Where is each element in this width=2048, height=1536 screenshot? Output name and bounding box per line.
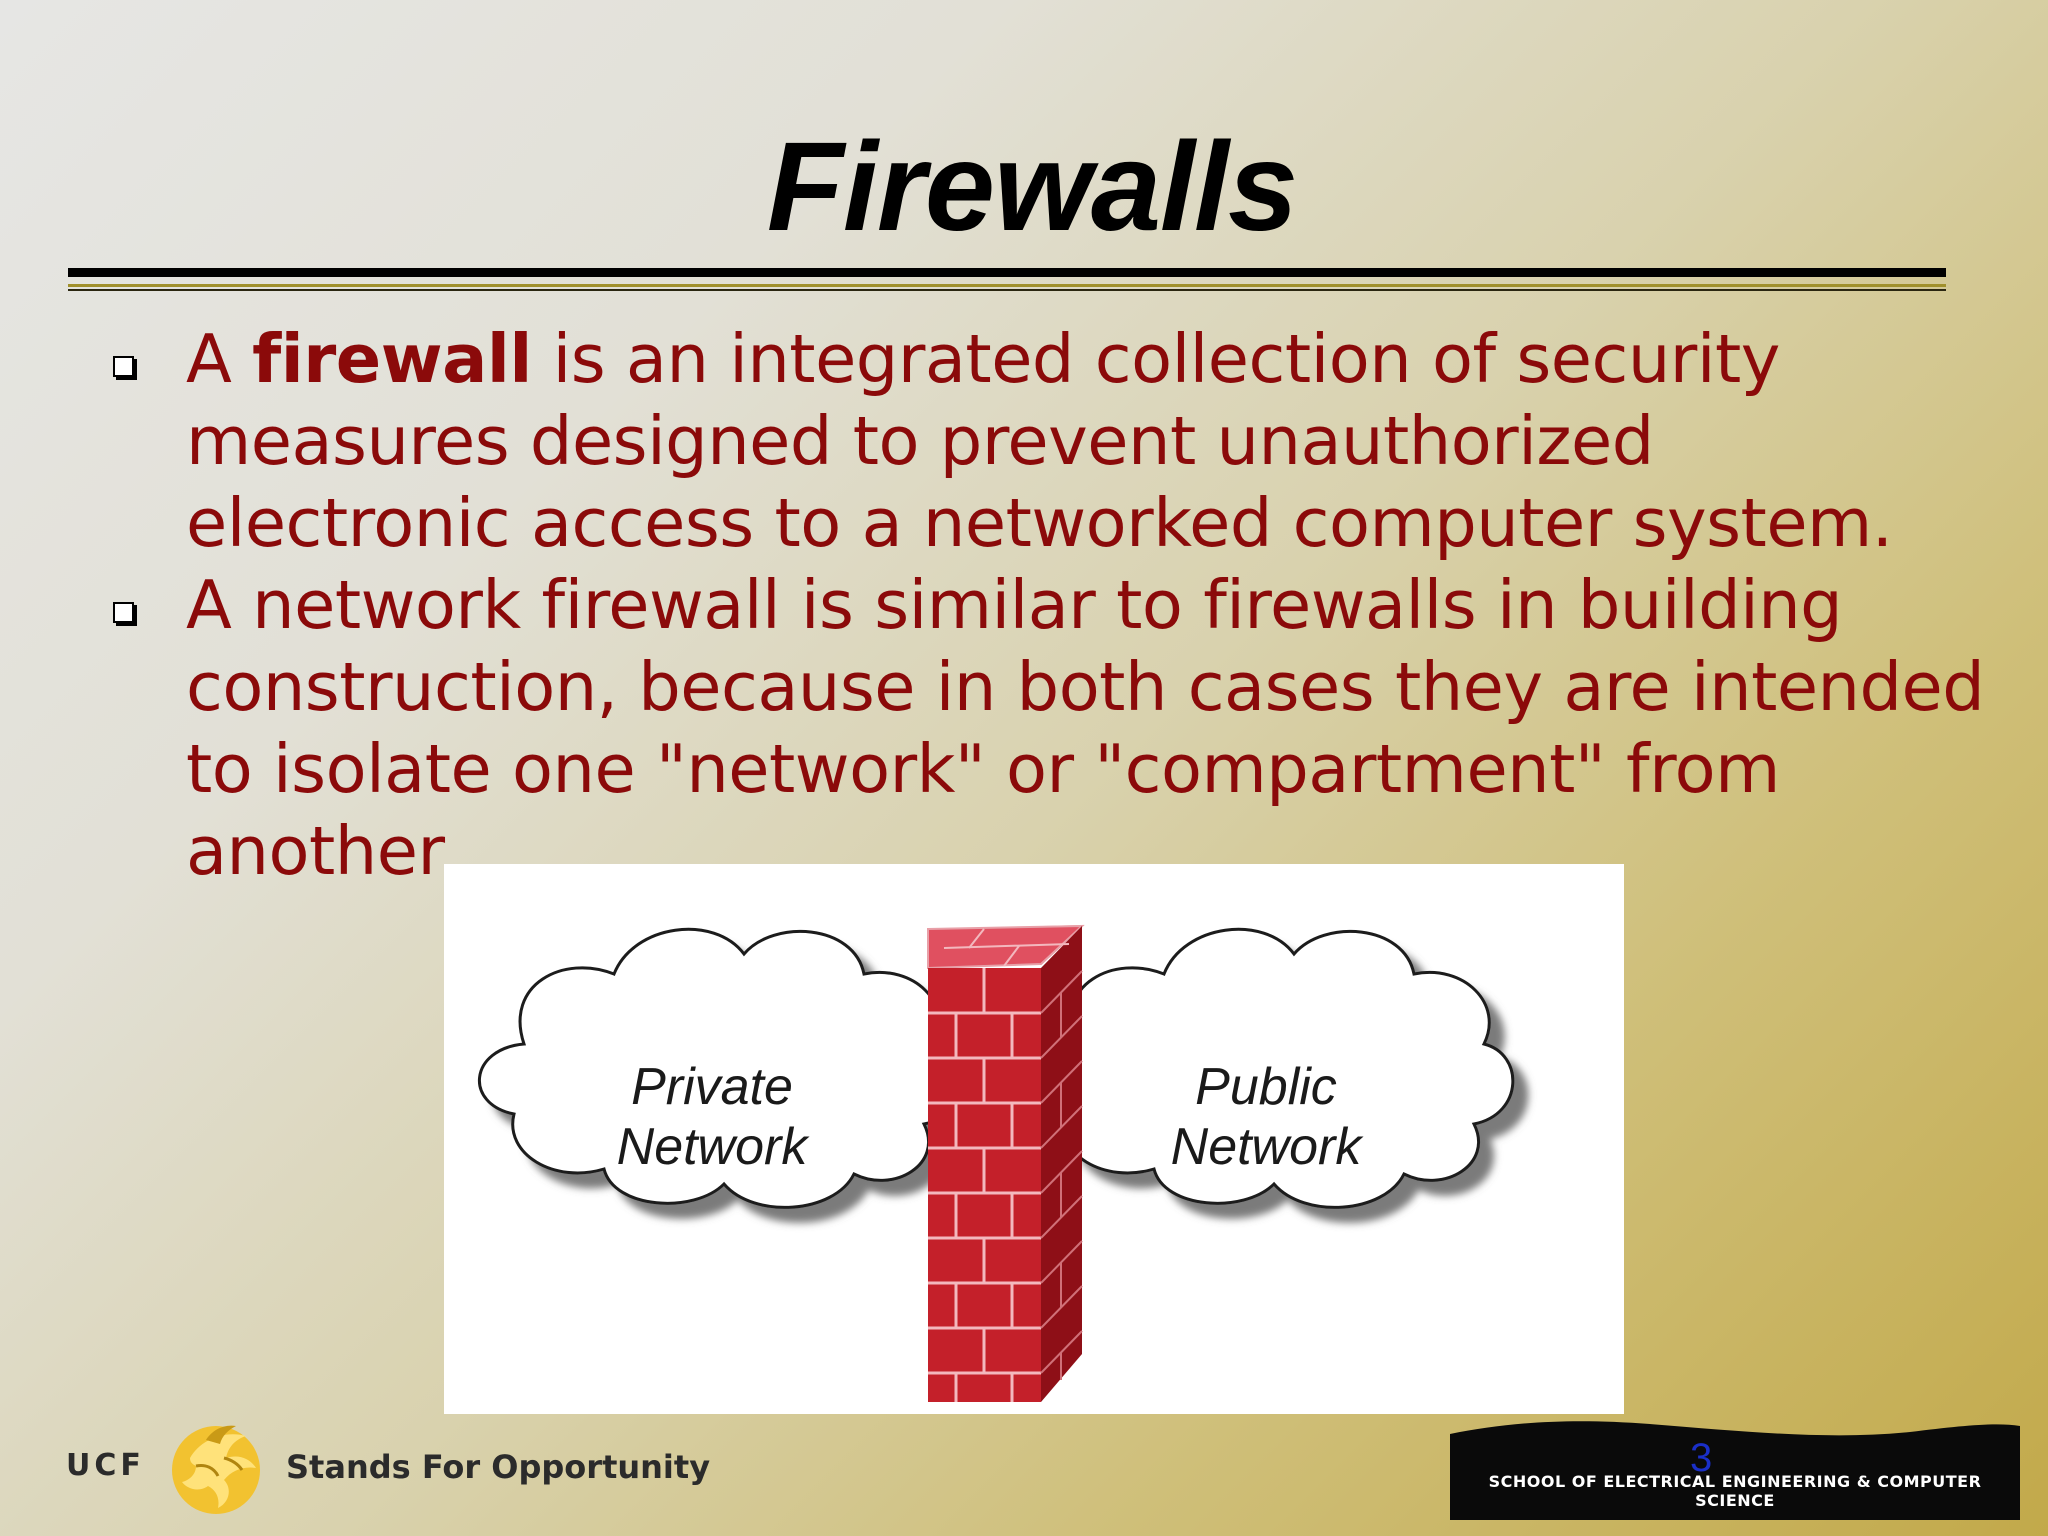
title-divider-gold <box>68 284 1946 287</box>
school-banner <box>1450 1421 2020 1520</box>
title-divider-thick <box>68 268 1946 277</box>
bullet-item: A firewall is an integrated collection o… <box>0 318 2048 564</box>
title-divider-thin <box>68 289 1946 291</box>
bullet-text-prefix: A <box>186 320 253 398</box>
bullet-square-icon <box>113 356 134 377</box>
bullet-keyword: firewall <box>252 320 532 398</box>
left-cloud-line-2: Network <box>617 1118 811 1176</box>
public-network-cloud-icon <box>1027 927 1515 1209</box>
bullet-text: is an integrated collection of security … <box>186 320 1893 562</box>
bullet-item: A network firewall is similar to firewal… <box>0 564 2048 892</box>
right-cloud-line-2: Network <box>1171 1118 1365 1176</box>
private-network-cloud-icon <box>477 927 965 1209</box>
pegasus-logo-icon <box>172 1425 260 1514</box>
slide-title: Firewalls <box>766 116 1298 257</box>
school-name-text: SCHOOL OF ELECTRICAL ENGINEERING & COMPU… <box>1488 1472 1982 1510</box>
firewall-diagram: Private Network Public Network <box>444 864 1624 1414</box>
firewall-diagram-graphic: Private Network Public Network <box>477 924 1515 1402</box>
ucf-brand-text: UCF <box>66 1448 145 1483</box>
bullet-text: A network firewall is similar to firewal… <box>186 566 1985 890</box>
slide-number: 3 <box>1690 1436 1713 1480</box>
footer-tagline: Stands For Opportunity <box>286 1448 711 1486</box>
right-cloud-line-1: Public <box>1195 1058 1337 1116</box>
brick-wall-icon <box>927 924 1085 1402</box>
left-cloud-line-1: Private <box>631 1058 793 1116</box>
bullet-list: A firewall is an integrated collection o… <box>0 318 2048 892</box>
bullet-square-icon <box>113 602 134 623</box>
